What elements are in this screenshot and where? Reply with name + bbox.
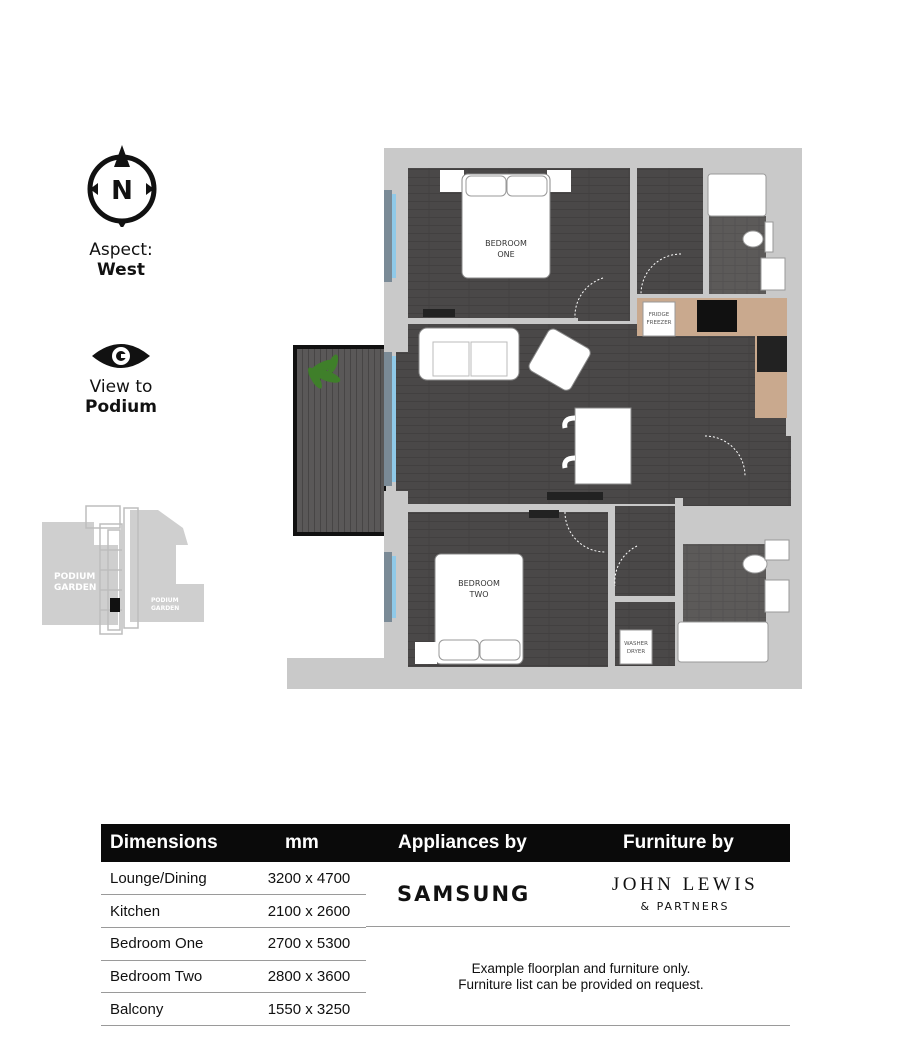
table-row: Bedroom One 2700 x 5300 [101,928,366,960]
fridge-label-line2: FREEZER [647,320,672,326]
aspect-label: Aspect: [89,240,153,260]
room-name: Bedroom Two [110,968,203,985]
table-row: Kitchen 2100 x 2600 [101,896,366,928]
john-lewis-subtitle: & PARTNERS [640,900,730,913]
header-appliances: Appliances by [398,832,527,853]
view-value: Podium [85,397,157,417]
divider [366,926,790,927]
disclaimer-line1: Example floorplan and furniture only. [471,961,691,976]
header-furniture: Furniture by [623,832,734,853]
compass-letter: N [111,176,133,206]
bathtub-two [677,621,769,663]
john-lewis-logo: JOHN LEWIS [611,874,759,895]
podium-garden-small-line2: GARDEN [151,605,179,612]
room-name: Lounge/Dining [110,870,207,887]
dining-table [574,407,632,485]
room-dimension: 3200 x 4700 [267,870,351,887]
room-dimension: 1550 x 3250 [267,1001,351,1018]
table-row: Lounge/Dining 3200 x 4700 [101,863,366,895]
bedroom-one-label-line2: ONE [497,250,514,259]
bedroom-two-label-line1: BEDROOM [458,579,500,588]
floorplan: FRIDGE FREEZER WASHER DRYER BEDROOM ONE … [287,148,802,689]
spec-table: Dimensions mm Appliances by Furniture by… [101,824,790,1029]
samsung-logo: SAMSUNG [397,882,531,906]
room-name: Balcony [110,1001,164,1018]
washer-dryer [619,629,653,665]
podium-garden-label-line1: PODIUM [54,572,95,582]
site-plan-map: PODIUM GARDEN PODIUM GARDEN [42,505,204,635]
eye-icon [92,344,150,368]
table-header: Dimensions mm Appliances by Furniture by [101,824,790,862]
header-dimensions: Dimensions [110,832,218,853]
kitchen-sink [757,336,787,372]
room-dimension: 2800 x 3600 [267,968,351,985]
bathroom-one [706,216,766,294]
aspect-value: West [97,260,145,280]
table-row: Balcony 1550 x 3250 [101,994,366,1026]
hob [697,300,737,332]
north-compass-icon: N [87,145,157,227]
header-mm: mm [285,832,319,853]
podium-garden-label-line2: GARDEN [54,583,96,593]
podium-garden-small-line1: PODIUM [151,597,179,604]
basin-two [764,579,790,613]
washer-label-line1: WASHER [624,641,648,647]
bedroom-two-label-line2: TWO [468,590,488,599]
armchair [528,328,591,391]
room-name: Bedroom One [110,935,204,952]
basin-one [760,257,786,291]
table-row: Bedroom Two 2800 x 3600 [101,961,366,993]
bedroom-one-label-line1: BEDROOM [485,239,527,248]
disclaimer-note: Example floorplan and furniture only. Fu… [406,961,756,993]
table-bottom-rule [101,1025,790,1026]
view-label: View to [89,377,153,397]
disclaimer-line2: Furniture list can be provided on reques… [458,977,704,992]
toilet-two [742,554,768,574]
room-dimension: 2100 x 2600 [267,903,351,920]
fridge-label-line1: FRIDGE [649,312,670,318]
room-name: Kitchen [110,903,161,920]
bathtub-one [707,173,767,217]
room-dimension: 2700 x 5300 [267,935,351,952]
washer-label-line2: DRYER [627,649,646,655]
bed-two [434,553,524,665]
bed-one [461,173,551,279]
toilet-one [742,230,764,248]
unit-location-marker [110,598,120,612]
plant [308,354,341,389]
